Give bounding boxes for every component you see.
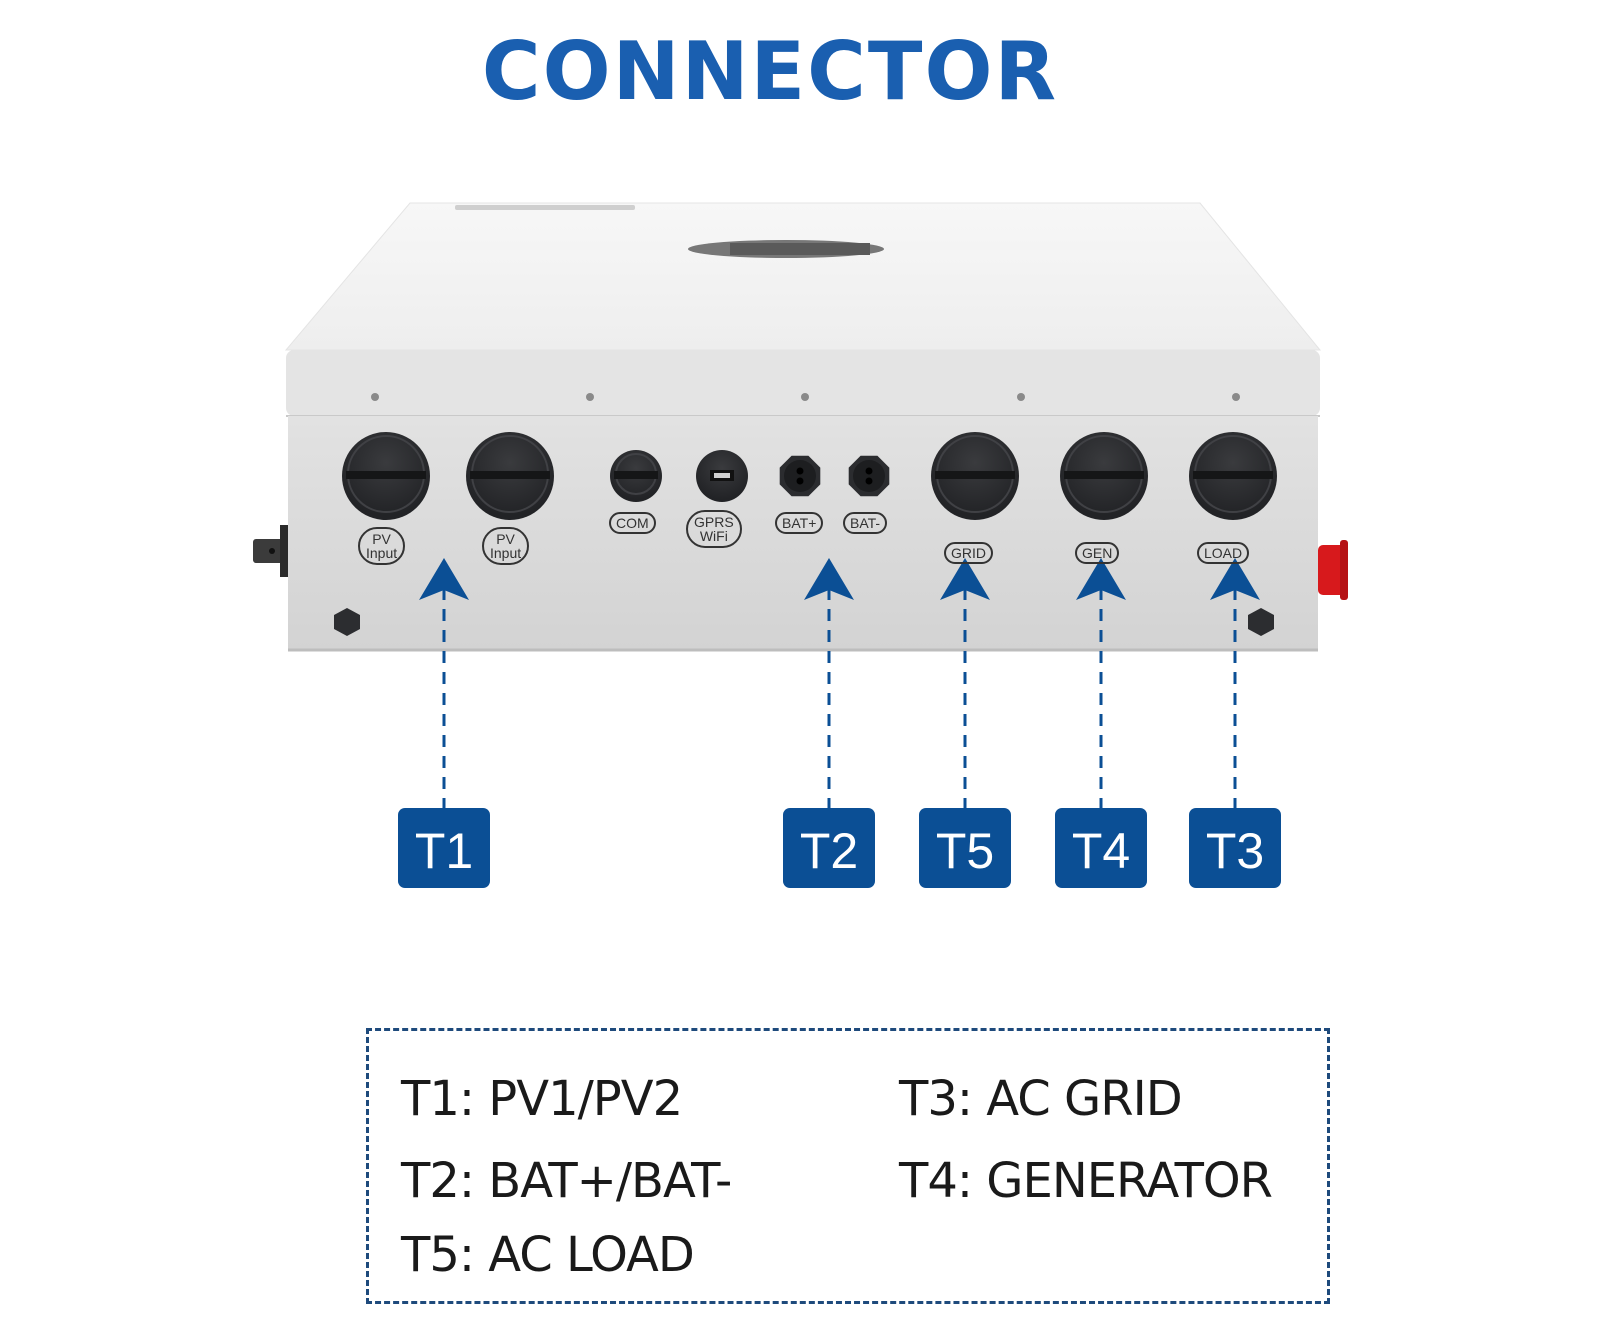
port-label-bat-minus: BAT- [843,512,888,534]
device-top-surface [284,202,1322,351]
port-bat-plus-icon [779,455,821,497]
port-label-bat-plus: BAT+ [775,512,824,534]
screw-holes [371,393,1240,401]
port-load-icon [1189,432,1277,520]
legend-box: T1: PV1/PV2 T3: AC GRID T2: BAT+/BAT- T4… [366,1028,1330,1304]
brand-logo [455,205,635,210]
tag-t4: T4 [1055,808,1147,888]
arrow-t2 [804,558,854,808]
port-label-pv1: PV Input [358,527,406,565]
arrow-t1 [419,558,469,808]
port-com-icon [610,450,662,502]
tag-t1: T1 [398,808,490,888]
tag-t5: T5 [919,808,1011,888]
port-pv2-icon [466,432,554,520]
port-gen-icon [1060,432,1148,520]
dc-switch-icon [253,525,288,577]
arrow-t4 [1076,558,1126,808]
port-bat-minus-icon [848,455,890,497]
port-label-gprs-wifi: GPRS WiFi [686,510,742,548]
arrow-t5 [940,558,990,808]
port-label-load: LOAD [1197,542,1250,564]
red-switch-icon [1318,540,1348,600]
device-upper-band [286,350,1320,416]
hex-nut-right [1248,608,1274,636]
legend-item-t1: T1: PV1/PV2 [401,1071,683,1127]
port-grid-icon [931,432,1019,520]
port-label-grid: GRID [944,542,993,564]
port-gprs-wifi-icon [696,450,748,502]
port-label-com: COM [609,512,656,534]
tag-t2: T2 [783,808,875,888]
legend-item-t2: T2: BAT+/BAT- [401,1153,732,1209]
hex-nut-left [334,608,360,636]
port-label-pv2: PV Input [482,527,530,565]
display-window [688,240,884,258]
legend-item-t3: T3: AC GRID [899,1071,1183,1127]
arrow-t3 [1210,558,1260,808]
port-label-gen: GEN [1075,542,1120,564]
legend-item-t4: T4: GENERATOR [899,1153,1273,1209]
legend-item-t5: T5: AC LOAD [401,1227,695,1283]
port-pv1-icon [342,432,430,520]
tag-t3: T3 [1189,808,1281,888]
page-title: CONNECTOR [481,25,1059,118]
